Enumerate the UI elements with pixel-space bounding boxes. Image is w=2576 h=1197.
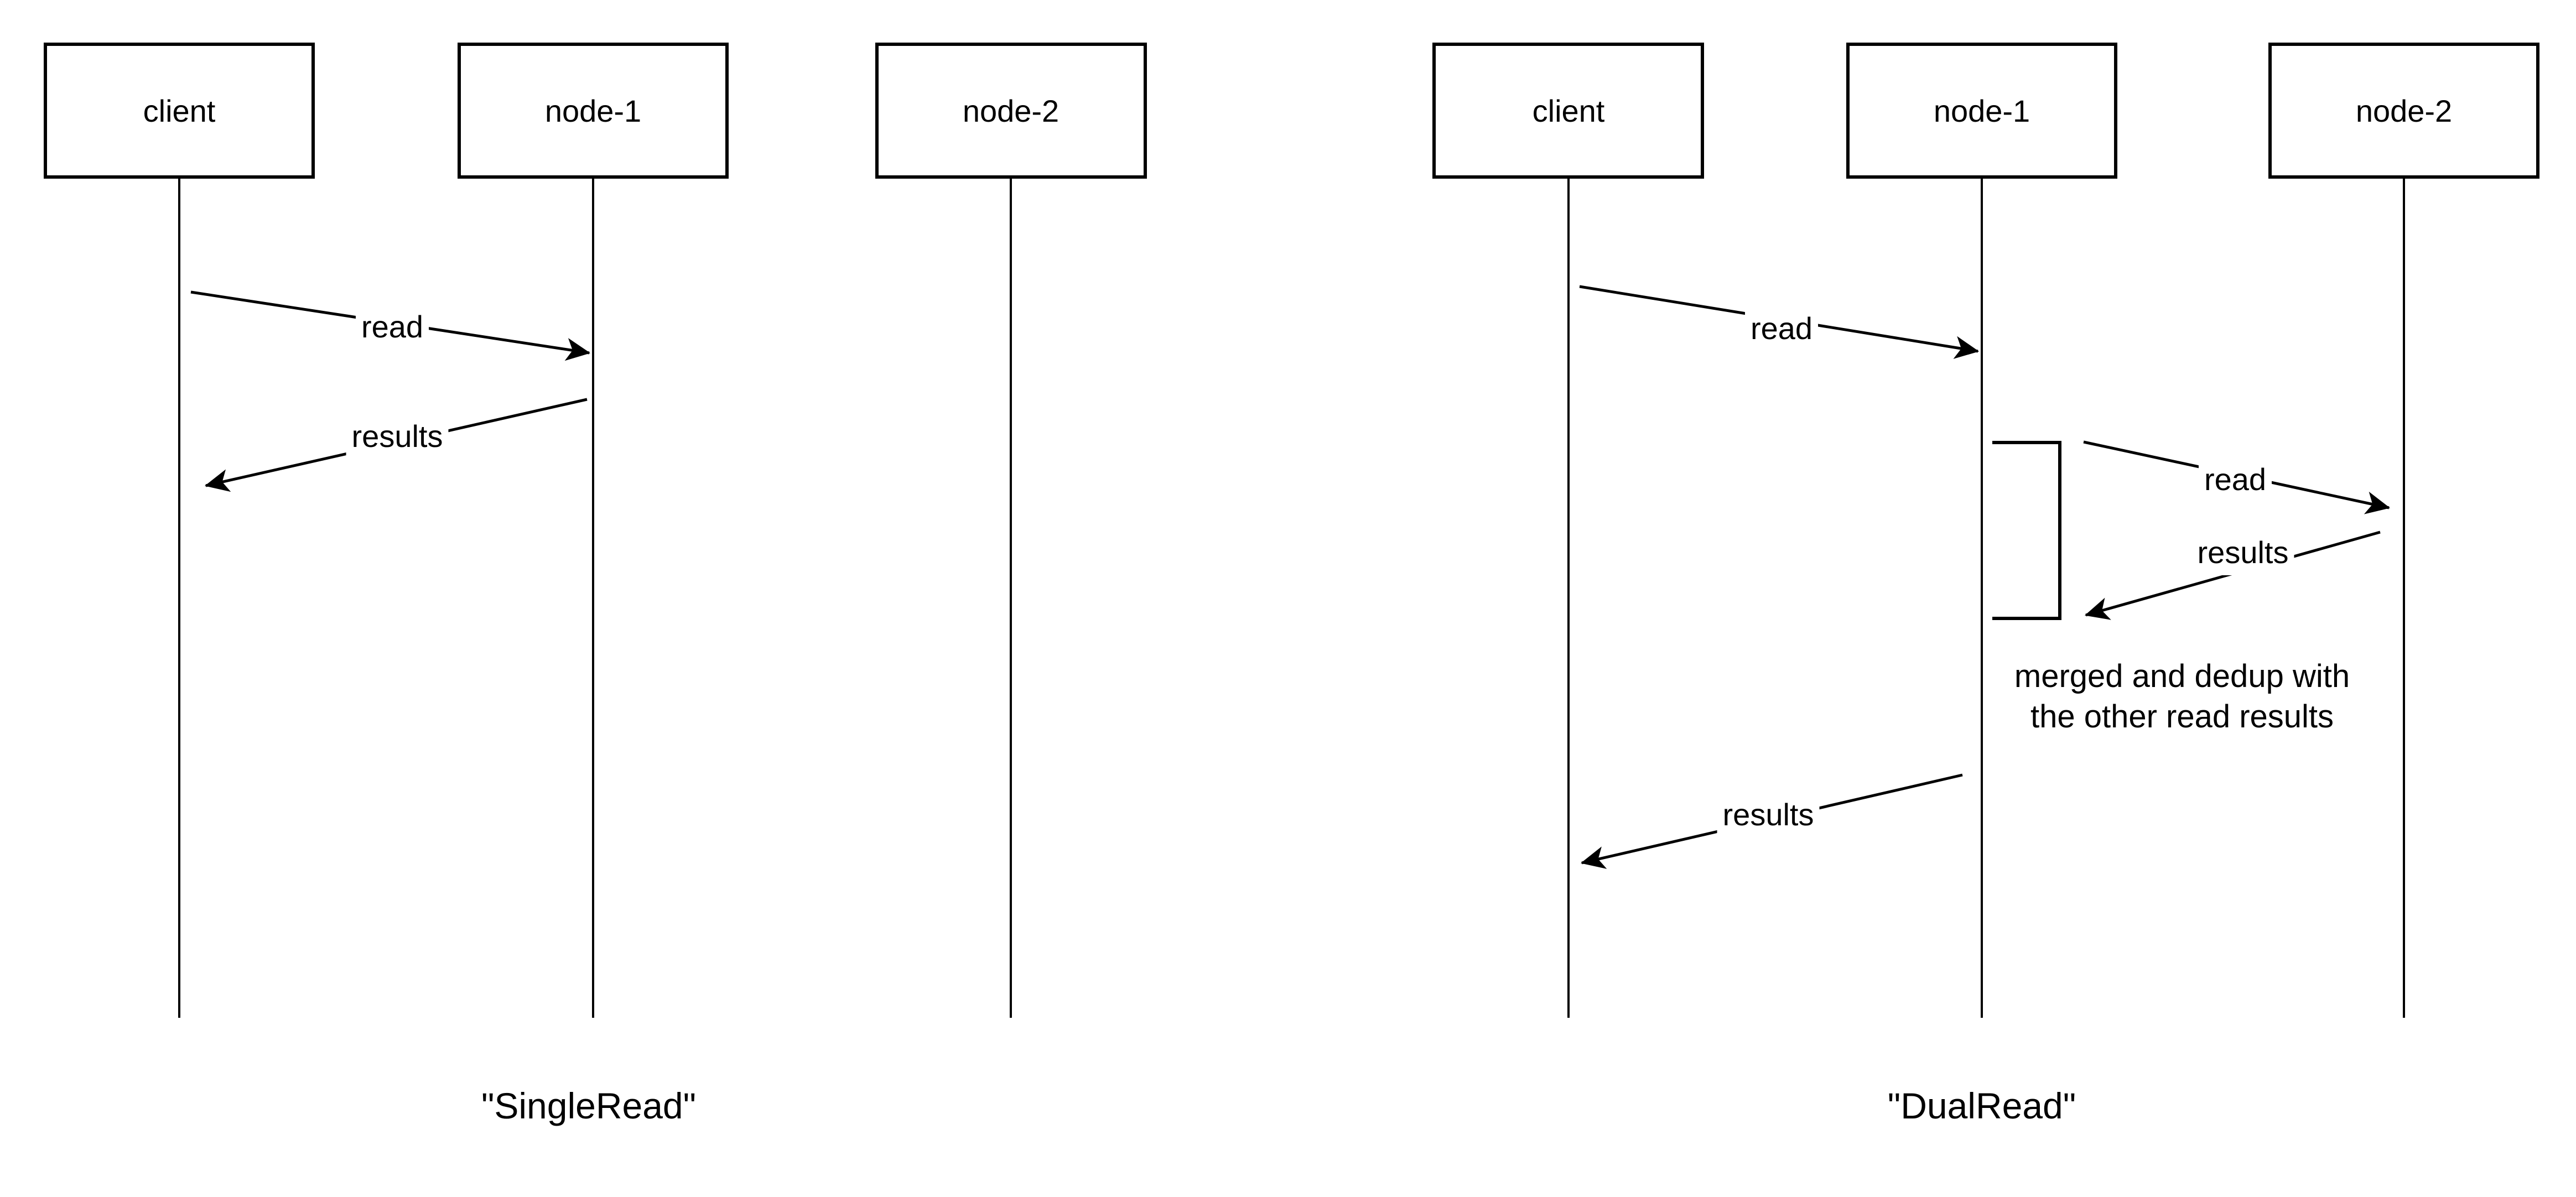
actor-label: client <box>143 93 216 128</box>
message-label-read-2: read <box>2204 462 2266 497</box>
actor-label: node-2 <box>963 93 1059 128</box>
label-background <box>355 304 429 350</box>
label-background <box>1717 792 1820 837</box>
label-background <box>346 413 449 459</box>
actor-client: client <box>1432 43 1704 179</box>
actor-node-1: node-1 <box>458 43 729 179</box>
actor-label: node-2 <box>2356 93 2452 128</box>
actor-box <box>1432 43 1704 179</box>
annotation-line-2: the other read results <box>2030 699 2334 735</box>
annotation-line-1: merged and dedup with <box>2014 658 2350 694</box>
actor-label: node-1 <box>1934 93 2030 128</box>
diagram-caption-singleread: "SingleRead" <box>481 1085 696 1126</box>
actor-label: client <box>1533 93 1605 128</box>
actor-box <box>44 43 315 179</box>
message-label-read: read <box>1751 311 1812 346</box>
label-background <box>1744 305 1819 351</box>
actor-client: client <box>44 43 315 179</box>
actor-node-1: node-1 <box>1846 43 2117 179</box>
actor-node-2: node-2 <box>2268 43 2539 179</box>
diagram-singleread: client node-1 node-2 read results "Singl… <box>44 43 1147 1126</box>
label-background <box>2198 456 2272 502</box>
actor-label: node-1 <box>545 93 641 128</box>
message-label-results: results <box>2198 535 2289 570</box>
actor-box <box>875 43 1147 179</box>
diagram-dualread: client node-1 node-2 read read results <box>1432 43 2539 1126</box>
actor-box <box>1846 43 2117 179</box>
message-label-results-2: results <box>1723 797 1814 832</box>
actor-node-2: node-2 <box>875 43 1147 179</box>
actor-box <box>2268 43 2539 179</box>
activation-bracket <box>1992 441 2061 620</box>
diagram-caption-dualread: "DualRead" <box>1888 1085 2076 1126</box>
message-label-results: results <box>352 419 443 454</box>
label-background <box>2191 529 2294 575</box>
message-label-read: read <box>361 309 423 344</box>
actor-box <box>458 43 729 179</box>
